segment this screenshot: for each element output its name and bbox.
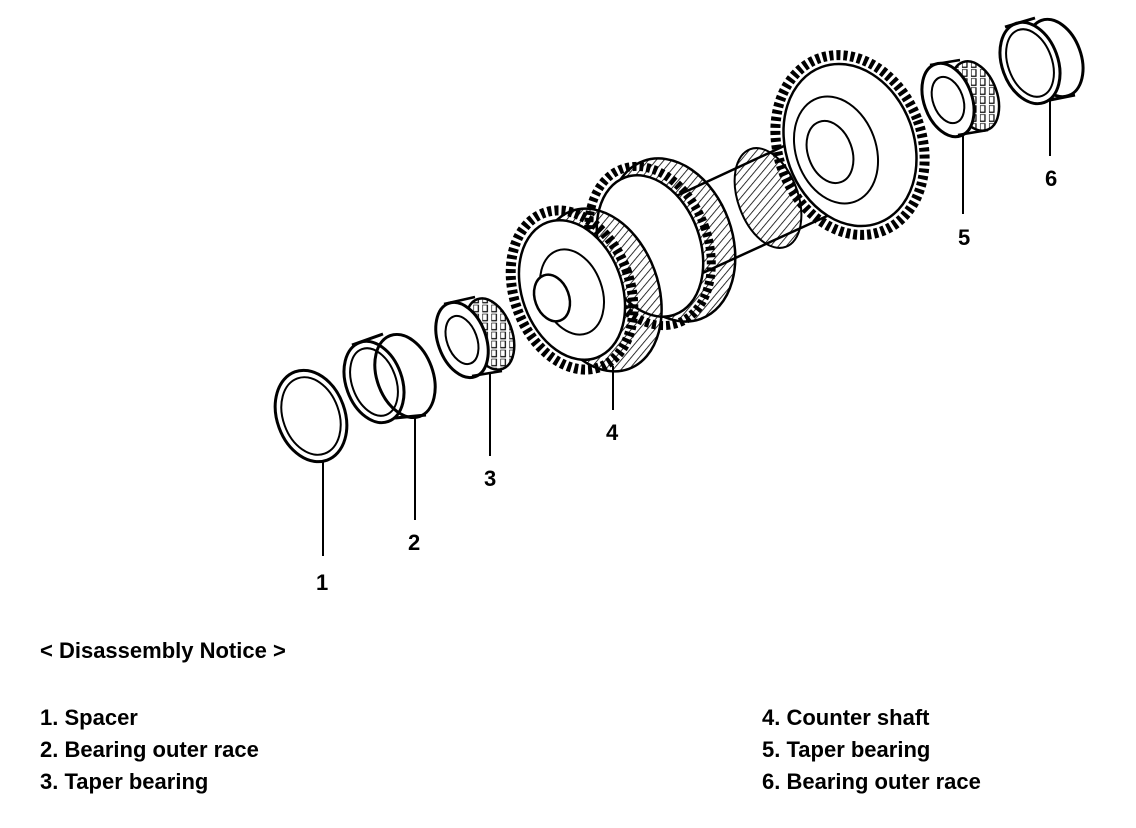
legend-left: 1. Spacer 2. Bearing outer race 3. Taper… — [40, 702, 259, 798]
legend-number: 1. — [40, 705, 59, 730]
callout-4: 4 — [606, 420, 619, 445]
legend-label: Taper bearing — [64, 769, 209, 794]
legend-item-spacer: 1. Spacer — [40, 702, 259, 734]
callout-5: 5 — [958, 225, 971, 250]
spacer-ring — [273, 368, 349, 464]
legend-label: Spacer — [64, 705, 138, 730]
legend-label: Bearing outer race — [786, 769, 981, 794]
legend-item-taper-bearing: 3. Taper bearing — [40, 766, 259, 798]
disassembly-notice-title: < Disassembly Notice > — [40, 638, 286, 663]
legend-right: 4. Counter shaft 5. Taper bearing 6. Bea… — [762, 702, 981, 798]
callout-1: 1 — [316, 570, 329, 595]
exploded-diagram — [273, 16, 1085, 556]
bearing-outer-race-left — [342, 332, 437, 425]
legend-number: 4. — [762, 705, 781, 730]
callout-3: 3 — [484, 466, 497, 491]
callout-6: 6 — [1045, 166, 1058, 191]
bearing-outer-race-right — [998, 16, 1085, 106]
legend-item-bearing-outer-race: 2. Bearing outer race — [40, 734, 259, 766]
taper-bearing-right — [920, 58, 1001, 139]
callout-2: 2 — [408, 530, 421, 555]
legend-item-bearing-outer-race-right: 6. Bearing outer race — [762, 766, 981, 798]
legend-label: Counter shaft — [786, 705, 930, 730]
leader-lines — [322, 100, 1051, 556]
legend-item-counter-shaft: 4. Counter shaft — [762, 702, 981, 734]
counter-shaft — [505, 50, 930, 375]
legend-item-taper-bearing-right: 5. Taper bearing — [762, 734, 981, 766]
legend-number: 5. — [762, 737, 781, 762]
legend-label: Bearing outer race — [64, 737, 259, 762]
legend-number: 6. — [762, 769, 781, 794]
legend-number: 3. — [40, 769, 59, 794]
taper-bearing-left — [434, 295, 516, 380]
legend-number: 2. — [40, 737, 59, 762]
legend-label: Taper bearing — [786, 737, 931, 762]
